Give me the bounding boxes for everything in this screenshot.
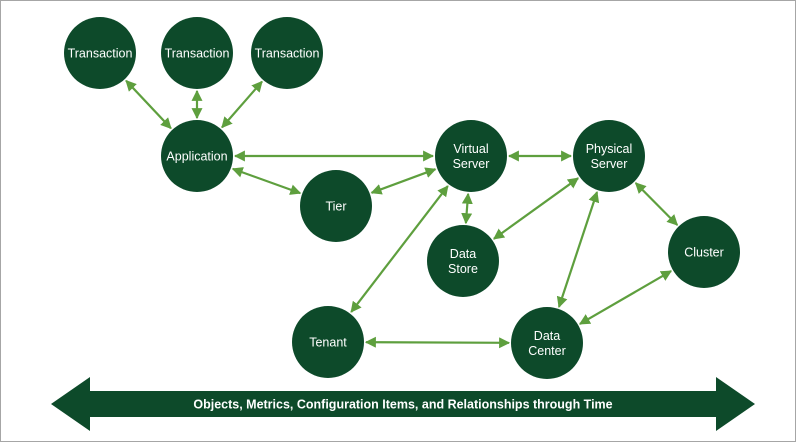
node-label: Transaction	[255, 47, 320, 61]
node-label: Tier	[325, 200, 346, 214]
node-label: Physical	[586, 142, 633, 156]
node-label: Tenant	[309, 336, 347, 350]
node-application: Application	[161, 120, 233, 192]
node-circle	[573, 120, 645, 192]
node-tier: Tier	[300, 170, 372, 242]
edge-physical-server-data-store	[493, 177, 579, 240]
node-circle	[64, 17, 136, 89]
node-transaction-3: Transaction	[251, 17, 323, 89]
node-tenant: Tenant	[292, 306, 364, 378]
edge-virtual-server-tenant	[350, 185, 449, 313]
edge-transaction-1-application	[125, 79, 172, 130]
edge-physical-server-data-center	[556, 191, 600, 308]
node-circle	[161, 17, 233, 89]
edge-physical-server-cluster	[634, 182, 679, 226]
timeline-banner: Objects, Metrics, Configuration Items, a…	[51, 377, 755, 431]
node-label: Center	[528, 344, 566, 358]
banner-label: Objects, Metrics, Configuration Items, a…	[193, 398, 612, 412]
node-circle	[300, 170, 372, 242]
edge-application-tier	[231, 167, 302, 195]
node-label: Cluster	[684, 246, 724, 260]
node-circle	[668, 216, 740, 288]
edge-tenant-data-center	[364, 336, 511, 349]
edges-layer	[125, 79, 679, 349]
node-circle	[427, 225, 499, 297]
double-arrow-shape	[51, 377, 755, 431]
node-circle	[435, 120, 507, 192]
node-label: Transaction	[68, 47, 133, 61]
node-label: Transaction	[165, 47, 230, 61]
node-transaction-2: Transaction	[161, 17, 233, 89]
node-transaction-1: Transaction	[64, 17, 136, 89]
edge-virtual-server-data-store	[461, 192, 473, 225]
node-circle	[511, 307, 583, 379]
edge-transaction-3-application	[221, 80, 263, 129]
edge-tier-virtual-server	[370, 167, 437, 195]
node-circle	[161, 120, 233, 192]
node-label: Data	[450, 247, 476, 261]
node-label: Application	[166, 150, 227, 164]
node-label: Server	[591, 157, 628, 171]
node-label: Server	[453, 157, 490, 171]
nodes-layer: Transaction Transaction TransactionApplica…	[64, 17, 740, 379]
edge-data-center-cluster	[578, 270, 673, 325]
node-circle	[292, 306, 364, 378]
node-circle	[251, 17, 323, 89]
node-label: Data	[534, 329, 560, 343]
node-label: Virtual	[453, 142, 488, 156]
node-label: Store	[448, 262, 478, 276]
node-cluster: Cluster	[668, 216, 740, 288]
